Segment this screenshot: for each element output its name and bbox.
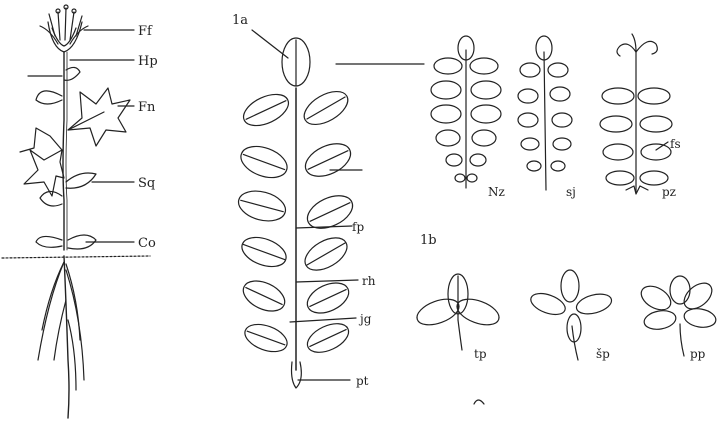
leaf-type-sj-drawing [518,36,572,190]
label-pz: pz [662,185,676,199]
label-ff: Ff [138,24,153,39]
leaf-type-tp-drawing [414,274,503,350]
label-sp: šp [596,347,610,361]
label-fp: fp [352,220,364,234]
label-sj: sj [566,185,576,199]
page-mark [474,400,484,404]
heading-1b: 1b [420,233,437,248]
leaf-type-pp-drawing [637,276,717,356]
trifoliate-leaf-types-drawing [414,270,718,360]
whole-plant-drawing [2,5,150,418]
label-sq: Sq [138,176,155,191]
flower-drawing [40,5,88,52]
leaf-type-fs-drawing [600,34,672,194]
leaf-type-nz-drawing [431,36,501,188]
label-nz: Nz [488,185,505,199]
label-pp: pp [690,347,706,361]
label-fs: fs [670,137,681,151]
pinnate-leaf-types-drawing [431,34,672,194]
label-co: Co [138,236,156,251]
label-hp: Hp [138,54,158,69]
label-pt: pt [356,374,369,388]
label-fn: Fn [138,100,156,115]
label-rh: rh [362,274,376,288]
heading-1a: 1a [232,13,248,28]
compound-leaf-drawing [235,30,424,388]
label-jg: jg [358,312,372,326]
label-tp: tp [474,347,487,361]
